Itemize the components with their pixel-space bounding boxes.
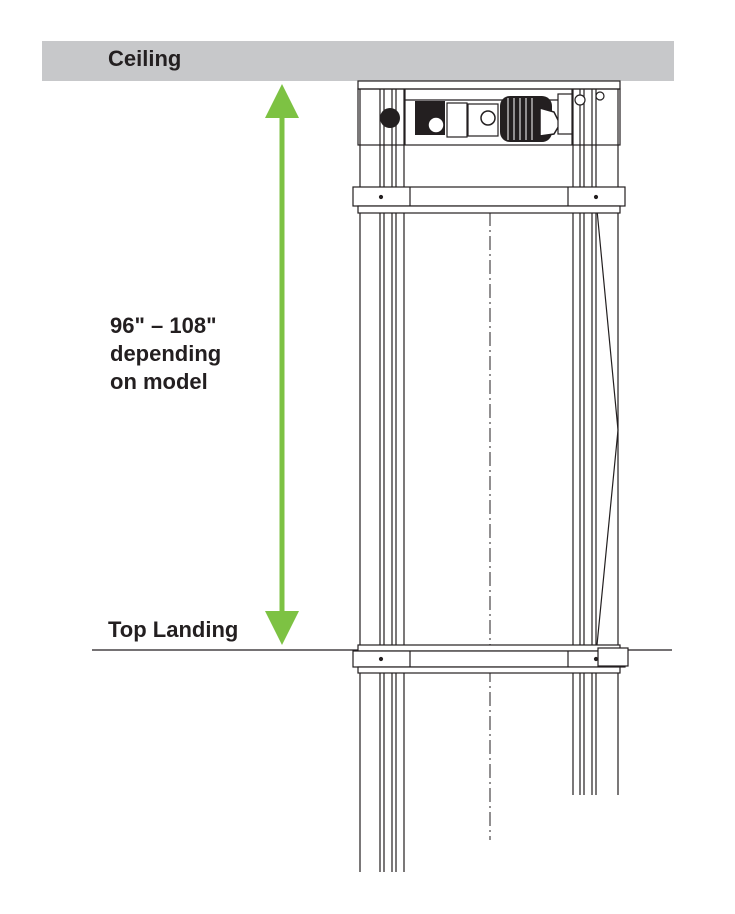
dimension-arrow [265, 84, 299, 645]
ceiling-label: Ceiling [108, 46, 182, 71]
height-dimension-label: 96" – 108" depending on model [110, 312, 221, 396]
upper-crosshead [352, 186, 626, 214]
height-line-3: on model [110, 369, 208, 394]
arrow-head-up [265, 84, 299, 118]
top-landing-label: Top Landing [108, 617, 239, 642]
ceiling-band [42, 41, 674, 81]
height-line-1: 96" – 108" [110, 313, 217, 338]
lower-crosshead [352, 644, 629, 674]
arrow-head-down [265, 611, 299, 645]
drive-motor [380, 91, 605, 142]
height-line-2: depending [110, 341, 222, 366]
